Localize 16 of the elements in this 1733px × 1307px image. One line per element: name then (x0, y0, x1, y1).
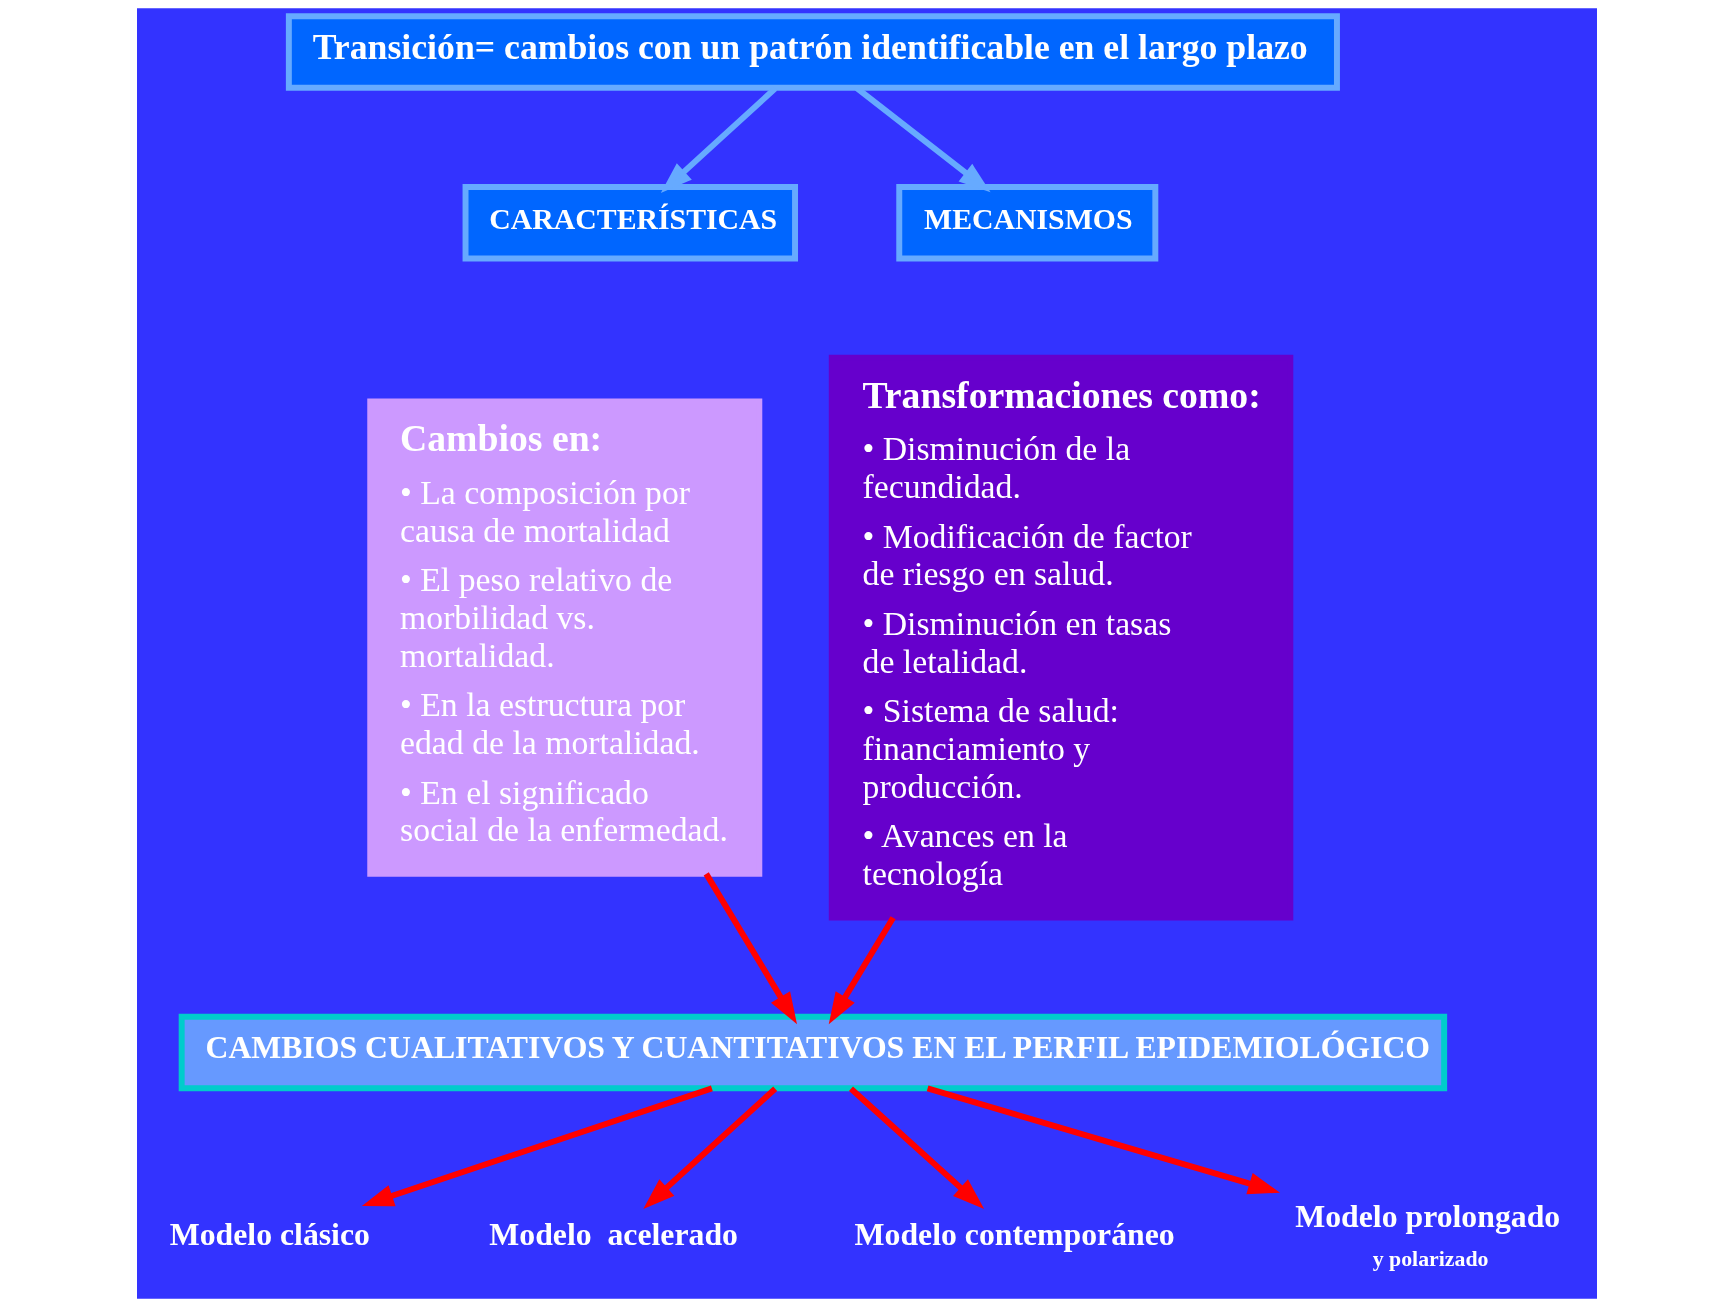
node-text: Modelo prolongado y polarizado (1294, 1198, 1560, 1272)
node-box: MECANISMOS (895, 184, 1158, 262)
node-box: Transformaciones como: • Disminución de la fecundidad. • Modificación de factor de riesgo en salud. • Disminución en tasas de letalidad. • Sistema de salud: financiamiento y producción. • Avances en la tecnología (828, 354, 1293, 921)
arrow (848, 1086, 984, 1209)
arrow (828, 916, 896, 1025)
node-box: Cambios en: • La composición por causa de mortalidad • El peso relativo de morbilidad vs. mortalidad. • En la estructura por edad de la mortalidad. • En el significado social de la enfermedad. (366, 398, 762, 877)
node-text: Modelo acelerado (488, 1216, 738, 1252)
arrow (361, 1085, 713, 1207)
node-box: CAMBIOS CUALITATIVOS Y CUANTITATIVOS EN EL PERFIL EPIDEMIOLÓGICO (178, 1013, 1447, 1092)
arrow (642, 1086, 777, 1209)
node-box: Transición= cambios con un patrón identificable en el largo plazo (285, 13, 1340, 91)
node-text: Modelo contemporáneo (854, 1216, 1175, 1252)
arrow (926, 1085, 1280, 1195)
node-text: Modelo clásico (169, 1216, 370, 1252)
arrow (703, 872, 797, 1025)
node-box: CARACTERÍSTICAS (462, 184, 798, 262)
